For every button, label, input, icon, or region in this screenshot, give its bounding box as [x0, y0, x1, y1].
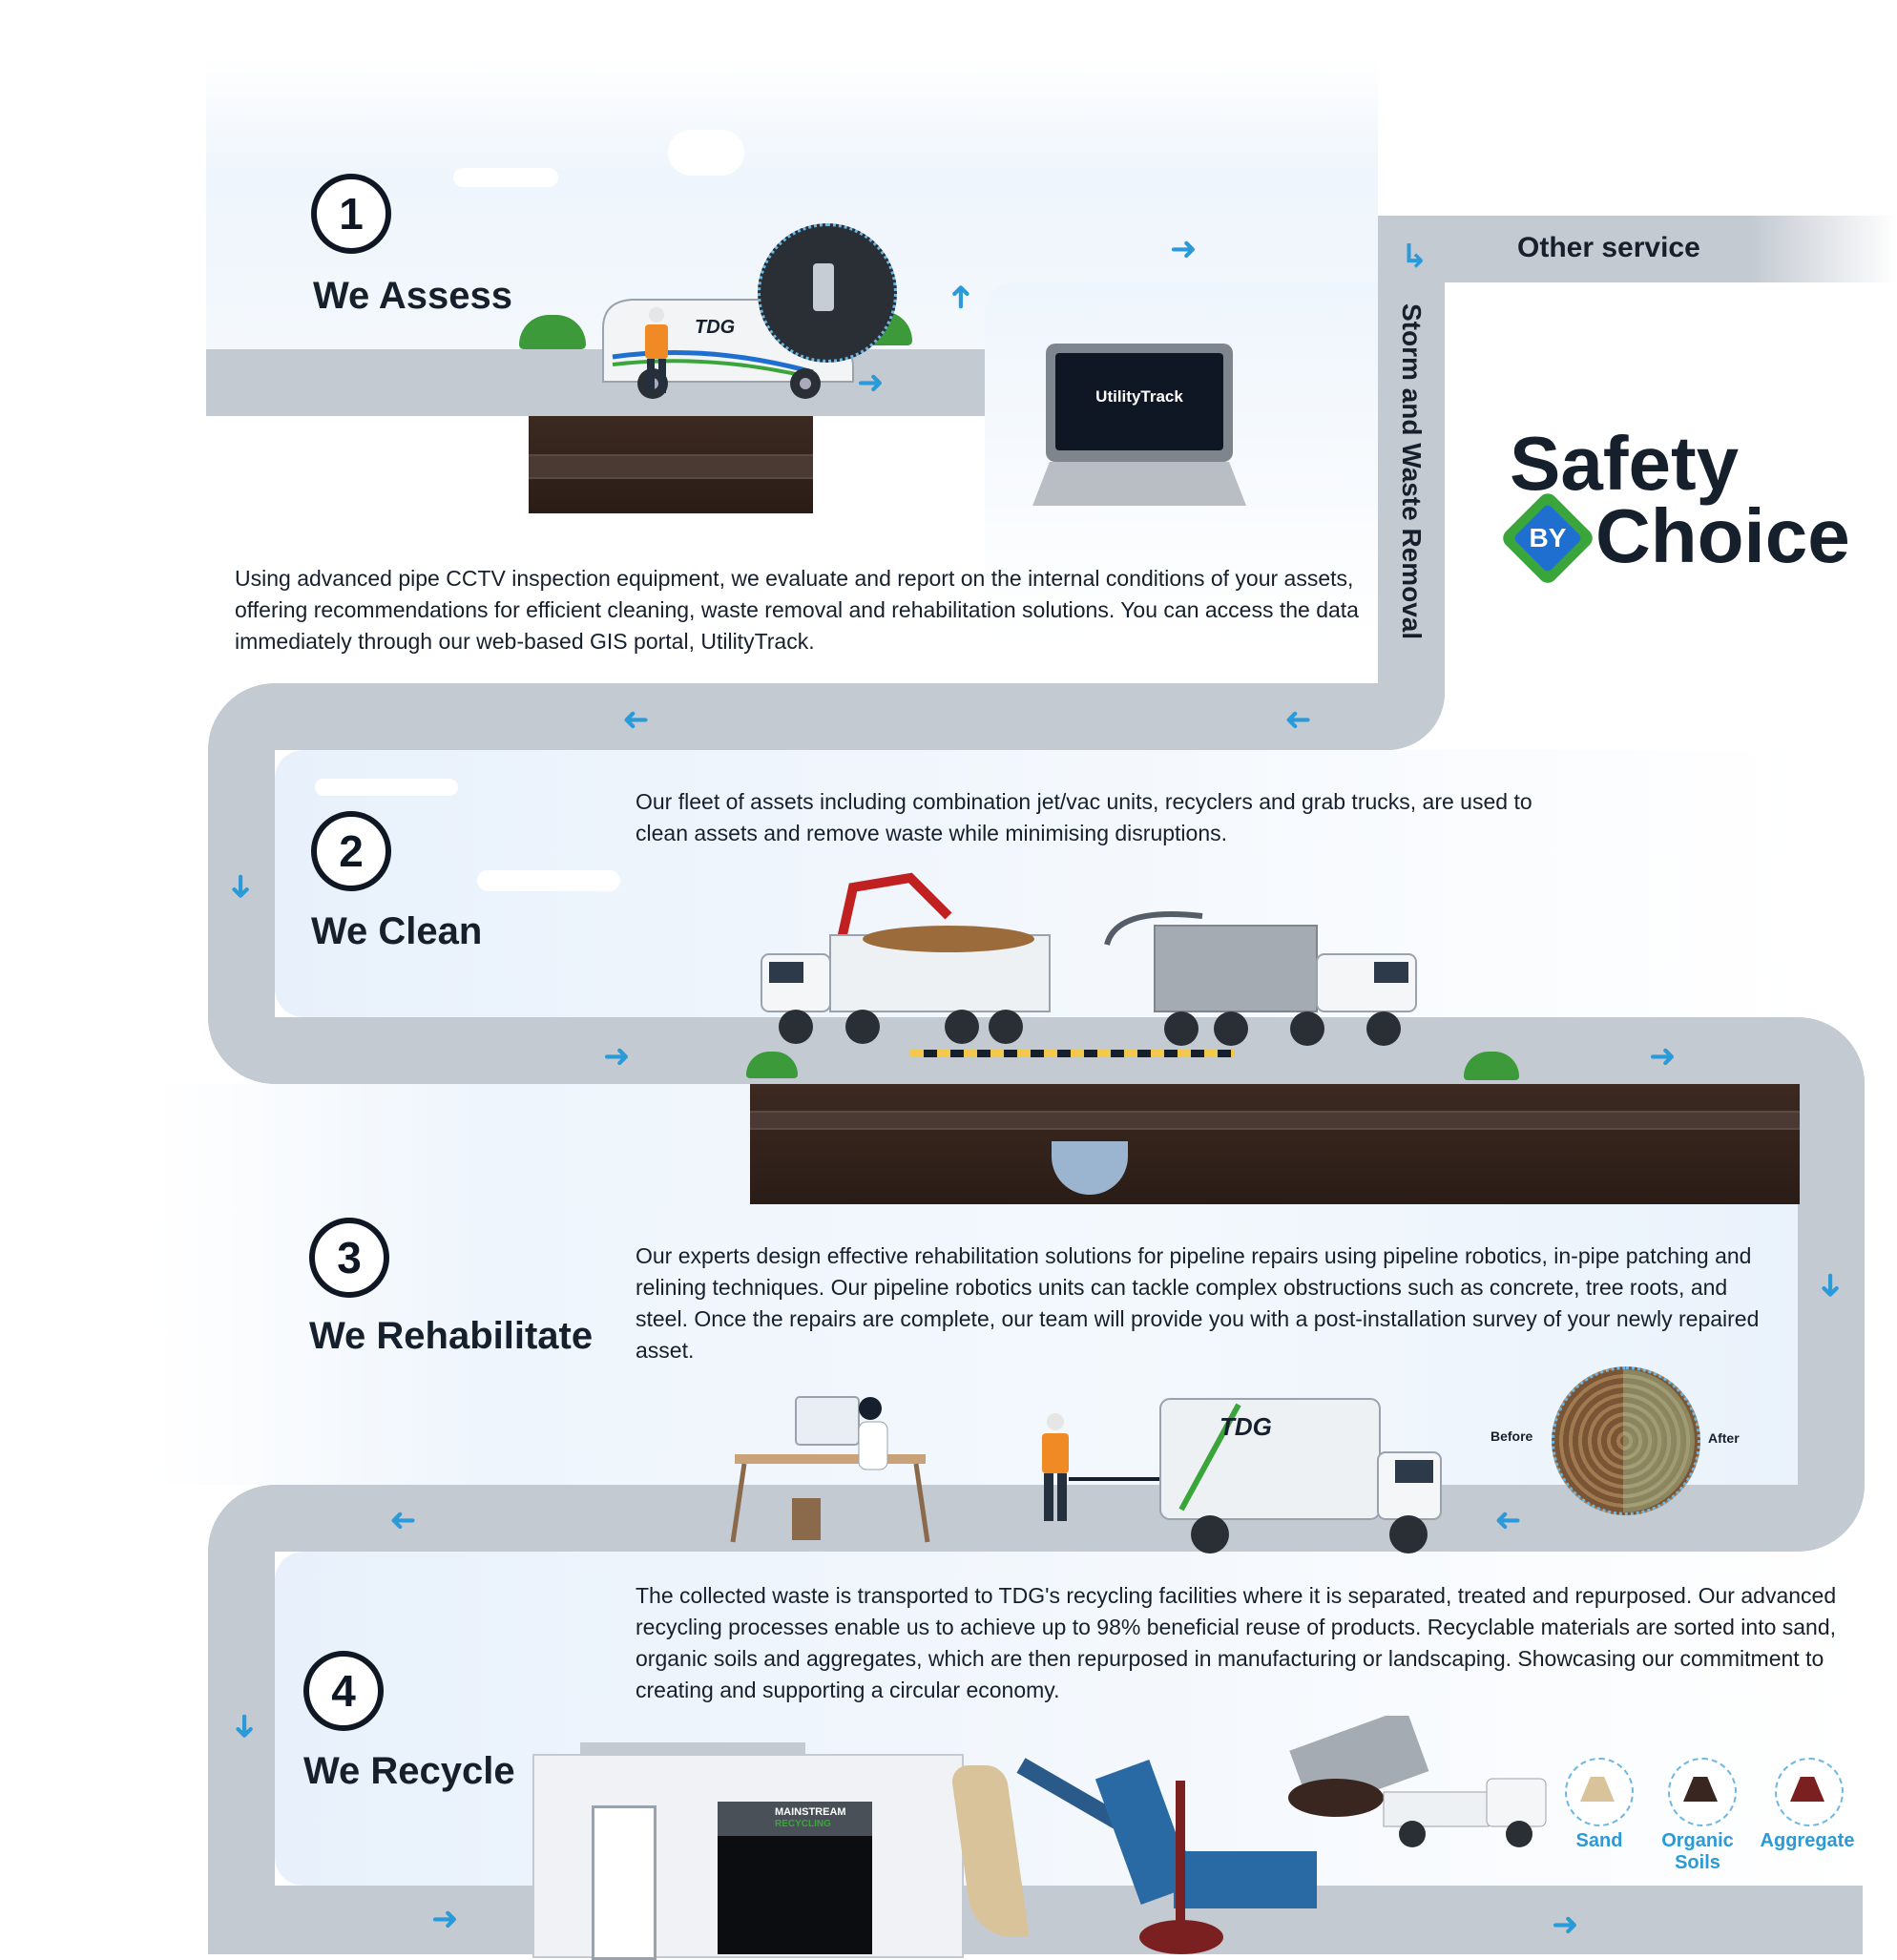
laptop-keyboard [1032, 462, 1246, 506]
step-text-rehabilitate: Our experts design effective rehabilitat… [636, 1243, 1760, 1363]
engineer-desk [730, 1396, 930, 1543]
material-label-aggregate: Aggregate [1760, 1830, 1855, 1851]
arrow-icon: ➜ [1552, 1907, 1579, 1943]
logo-safety-text: Safety [1510, 421, 1740, 506]
other-service-label: Other service [1517, 232, 1700, 263]
logo-choice-text: Choice [1595, 493, 1850, 578]
arrow-icon: ➜ [1649, 1038, 1677, 1074]
step-text-recycle: The collected waste is transported to TD… [636, 1583, 1837, 1702]
facility-roof [580, 1742, 805, 1756]
step-number-2: 2 [311, 811, 391, 891]
grab-truck [761, 872, 1051, 1044]
logo-badge-text: BY [1529, 523, 1567, 553]
arrow-icon: ➜ [1812, 1271, 1849, 1300]
road-right-1 [1798, 1017, 1865, 1552]
screening-plant [1016, 1758, 1317, 1954]
bush [1464, 1052, 1519, 1080]
road-left-2 [208, 1485, 275, 1954]
step-title-rehabilitate: We Rehabilitate [309, 1315, 594, 1357]
arrow-icon: ➜ [942, 282, 979, 311]
road-storm-down [1378, 216, 1445, 750]
step-title-clean: We Clean [311, 910, 483, 952]
step-text-clean: Our fleet of assets including combinatio… [636, 789, 1532, 845]
material-label-sand: Sand [1575, 1830, 1623, 1851]
arrow-icon: ➜ [857, 365, 885, 401]
pipe [750, 1111, 1800, 1130]
facility-sign-line1: MAINSTREAM [775, 1806, 846, 1818]
cloud [453, 168, 558, 187]
arrow-icon: ↳ [1401, 239, 1428, 275]
material-label-organic-soils: Organic Soils [1661, 1830, 1734, 1873]
arrow-icon: ➜ [222, 872, 260, 901]
rehab-truck [1159, 1398, 1442, 1553]
bush [746, 1052, 798, 1078]
cloud [315, 779, 458, 796]
tipper-truck [1288, 1716, 1547, 1847]
arrow-icon: ➜ [1284, 701, 1312, 738]
step-number-1: 1 [311, 174, 391, 254]
safety-barrier [910, 1050, 1235, 1057]
underground-section [750, 1084, 1800, 1204]
worker-icon [645, 307, 668, 393]
arrow-icon: ➜ [389, 1502, 417, 1538]
after-label: After [1708, 1430, 1740, 1446]
road-row2-top [208, 683, 1445, 750]
arrow-icon: ➜ [622, 701, 650, 738]
robot-cable [1069, 1477, 1164, 1481]
step-title-recycle: We Recycle [303, 1750, 515, 1792]
step-text-assess: Using advanced pipe CCTV inspection equi… [235, 566, 1359, 654]
pipe [529, 454, 813, 479]
before-label: Before [1490, 1428, 1533, 1444]
facility-sign-line2: RECYCLING [775, 1819, 831, 1829]
safety-by-choice-logo: Safety BY Choice [1499, 421, 1868, 588]
laptop: UtilityTrack [1032, 344, 1246, 511]
arrow-icon: ➜ [226, 1712, 263, 1741]
cloud [668, 130, 744, 176]
arrow-icon: ➜ [1494, 1502, 1522, 1538]
cctv-camera-icon [813, 263, 834, 311]
step-title-assess: We Assess [313, 275, 513, 317]
van-logo: TDG [695, 317, 736, 338]
rehab-truck-logo: TDG [1220, 1412, 1272, 1441]
jet-vac-truck [1104, 911, 1417, 1046]
facility-door [592, 1805, 657, 1960]
road-bottom [208, 1886, 1863, 1954]
arrow-icon: ➜ [431, 1901, 459, 1937]
arrow-icon: ➜ [603, 1038, 631, 1074]
step-number-3: 3 [309, 1218, 389, 1298]
worker-icon [1042, 1413, 1069, 1521]
road-top-left [206, 349, 989, 416]
cloud [477, 870, 620, 891]
facility-bay [718, 1836, 872, 1954]
bush [519, 315, 586, 349]
step-number-4: 4 [303, 1651, 384, 1731]
arrow-icon: ➜ [1170, 231, 1198, 267]
storm-waste-label: Storm and Waste Removal [1397, 303, 1427, 640]
utilitytrack-logo: UtilityTrack [1095, 387, 1183, 406]
facility-sign [718, 1802, 872, 1836]
laptop-display [1055, 353, 1223, 450]
